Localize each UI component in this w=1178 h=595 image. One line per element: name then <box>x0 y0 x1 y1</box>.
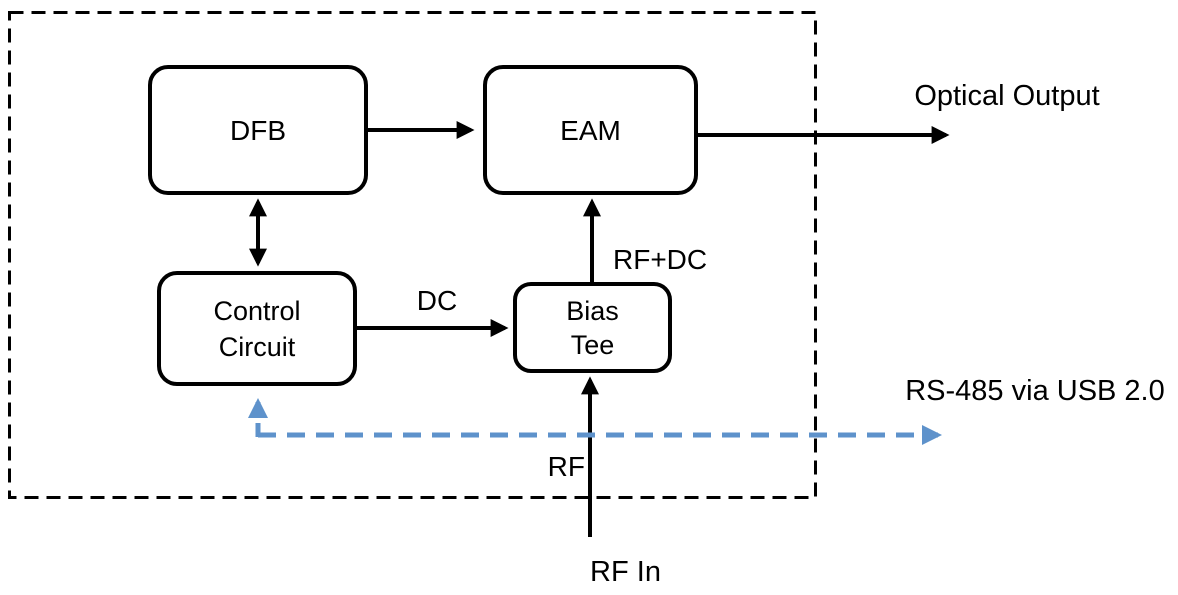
block-control-circuit: Control Circuit <box>157 271 357 386</box>
module-boundary-dashed-box <box>8 11 817 499</box>
block-dfb: DFB <box>148 65 368 195</box>
label-rf-plus-dc: RF+DC <box>613 244 708 275</box>
block-dfb-label: DFB <box>230 114 286 146</box>
block-bias-tee-label-line2: Tee <box>570 329 615 360</box>
block-control-circuit-label-line2: Circuit <box>218 331 296 362</box>
block-eam-label: EAM <box>560 114 621 146</box>
label-rf-in: RF In <box>590 556 661 588</box>
block-eam: EAM <box>483 65 698 195</box>
block-control-circuit-label-line1: Control <box>213 295 301 326</box>
label-optical-output: Optical Output <box>914 80 1100 112</box>
label-dc: DC <box>416 285 458 316</box>
block-bias-tee: Bias Tee <box>513 282 672 373</box>
label-rf: RF <box>547 451 585 482</box>
block-bias-tee-label-line1: Bias <box>566 295 619 326</box>
label-rs485-via-usb: RS-485 via USB 2.0 <box>905 375 1165 407</box>
